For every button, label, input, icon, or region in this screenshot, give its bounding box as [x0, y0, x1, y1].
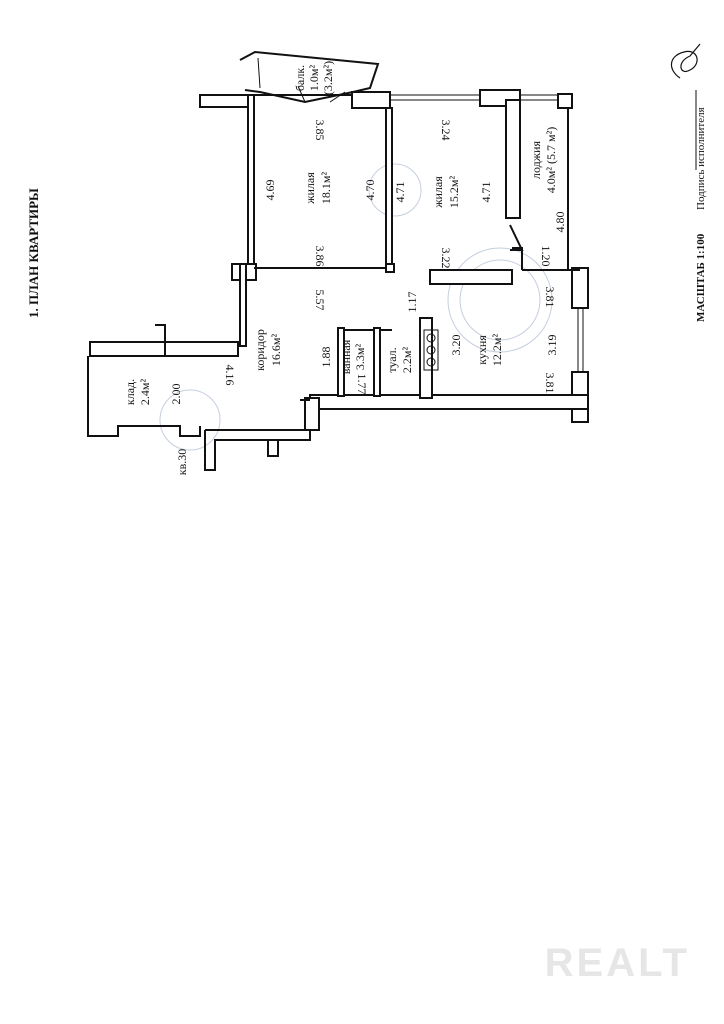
- room-living1-name: жилая: [303, 172, 317, 205]
- dim-living1-bottom: 3.86: [313, 246, 327, 267]
- dim-living1-right: 4.70: [363, 180, 377, 201]
- room-kitchen-area: 12.2м²: [490, 334, 504, 367]
- stamp-mark: [159, 163, 553, 451]
- room-bathroom-name: ванная: [339, 339, 353, 374]
- room-living1-area: 18.1м²: [319, 172, 333, 205]
- dim-living2-right: 4.71: [479, 182, 493, 203]
- dim-living2-bottom: 3.22: [439, 248, 453, 269]
- dim-door-gap: 1.17: [405, 292, 419, 313]
- signature-scribble: [670, 43, 701, 79]
- scale-label: МАСШТАБ 1:100: [695, 233, 707, 322]
- room-corridor-name: коридор: [253, 329, 267, 371]
- dim-corridor-length: 5.57: [313, 290, 327, 311]
- dim-storage-length: 2.00: [169, 384, 183, 405]
- apartment-ref-label: кв.30: [175, 449, 189, 476]
- room-corridor-area: 16.6м²: [269, 334, 283, 367]
- dim-toilet-length: 3.20: [449, 335, 463, 356]
- room-toilet-name: туал.: [385, 347, 399, 372]
- walls: [87, 50, 589, 471]
- room-living2-name: жилая: [431, 176, 445, 209]
- dim-bath-width: 1.77: [355, 374, 369, 395]
- room-loggia-name: лоджия: [529, 141, 543, 179]
- room-toilet-area: 2.2м²: [400, 347, 414, 374]
- dim-kitchen-right: 3.19: [545, 335, 559, 356]
- plan-title: 1. ПЛАН КВАРТИРЫ: [26, 188, 41, 318]
- dim-corridor-width: 4.16: [223, 365, 237, 386]
- dim-living1-top: 3.85: [313, 120, 327, 141]
- dim-bath-length: 1.88: [319, 347, 333, 368]
- dim-kitchen-bottom: 3.81: [543, 373, 557, 394]
- room-balcony-area: 1.0м²: [307, 65, 321, 92]
- room-storage-name: клад.: [123, 379, 137, 405]
- room-balcony-area-alt: (3.2м²): [321, 61, 335, 95]
- room-loggia-area: 4.0м² (5.7 м²): [544, 127, 558, 193]
- dim-loggia-length: 4.80: [553, 212, 567, 233]
- signature-label: Подпись исполнителя: [695, 107, 707, 210]
- dim-kitchen-top: 3.81: [543, 287, 557, 308]
- room-balcony-name: балк.: [293, 65, 307, 91]
- dim-living2-top: 3.24: [439, 120, 453, 141]
- dim-loggia-width: 1.20: [539, 246, 553, 267]
- dim-living1-left: 4.69: [263, 180, 277, 201]
- dim-living2-left: 4.71: [393, 182, 407, 203]
- realt-watermark: REALT: [544, 941, 690, 985]
- room-kitchen-name: кухня: [475, 335, 489, 365]
- room-living2-area: 15.2м²: [447, 176, 461, 209]
- room-bathroom-area: 3.3м²: [353, 344, 367, 371]
- room-storage-area: 2.4м²: [138, 379, 152, 406]
